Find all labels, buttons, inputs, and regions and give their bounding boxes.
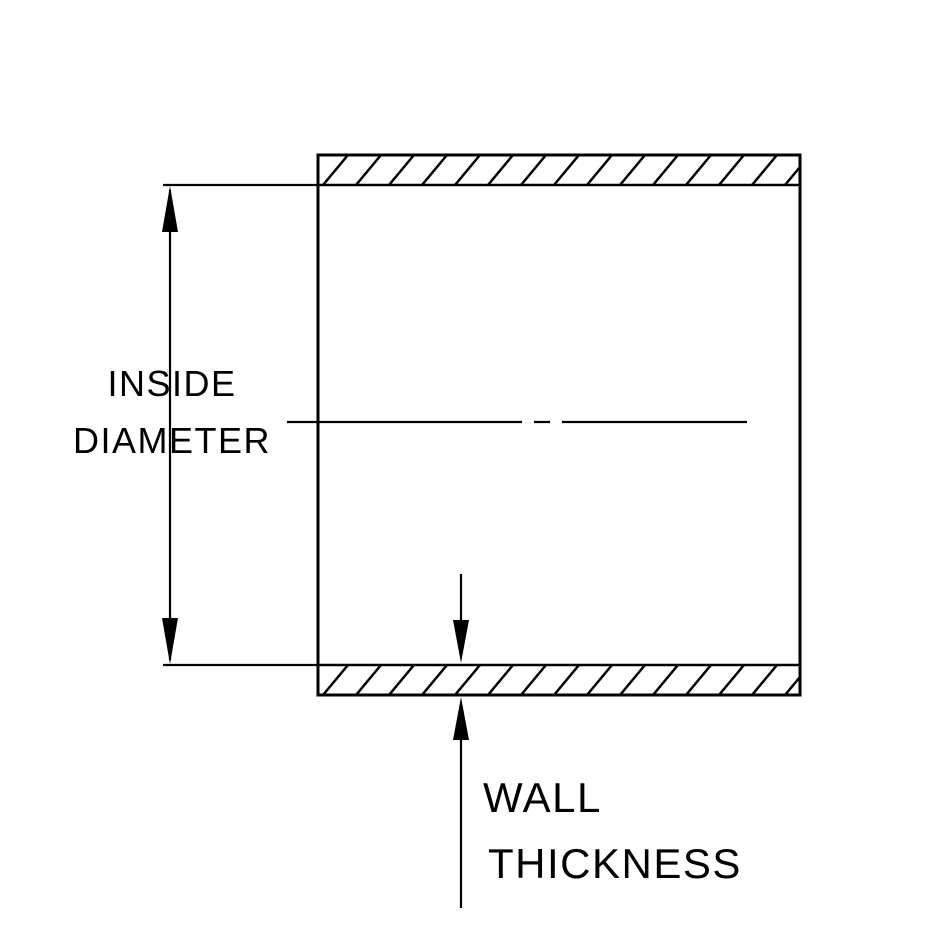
inside-diameter-label-line2: DIAMETER xyxy=(73,420,271,461)
inside-diameter-arrowhead-bottom xyxy=(162,618,178,664)
wall-thickness-label-line2: THICKNESS xyxy=(488,840,742,887)
wall-thickness-arrowhead-up xyxy=(453,697,469,740)
bottom-wall-hatch xyxy=(316,663,802,697)
tube-body-outline xyxy=(316,153,802,697)
inside-diameter-arrowhead-top xyxy=(162,186,178,232)
top-wall-hatch xyxy=(316,153,802,187)
inside-diameter-label-line1: INSIDE xyxy=(107,363,236,404)
wall-thickness-label-line1: WALL xyxy=(483,774,602,821)
wall-thickness-arrowhead-down xyxy=(453,620,469,663)
